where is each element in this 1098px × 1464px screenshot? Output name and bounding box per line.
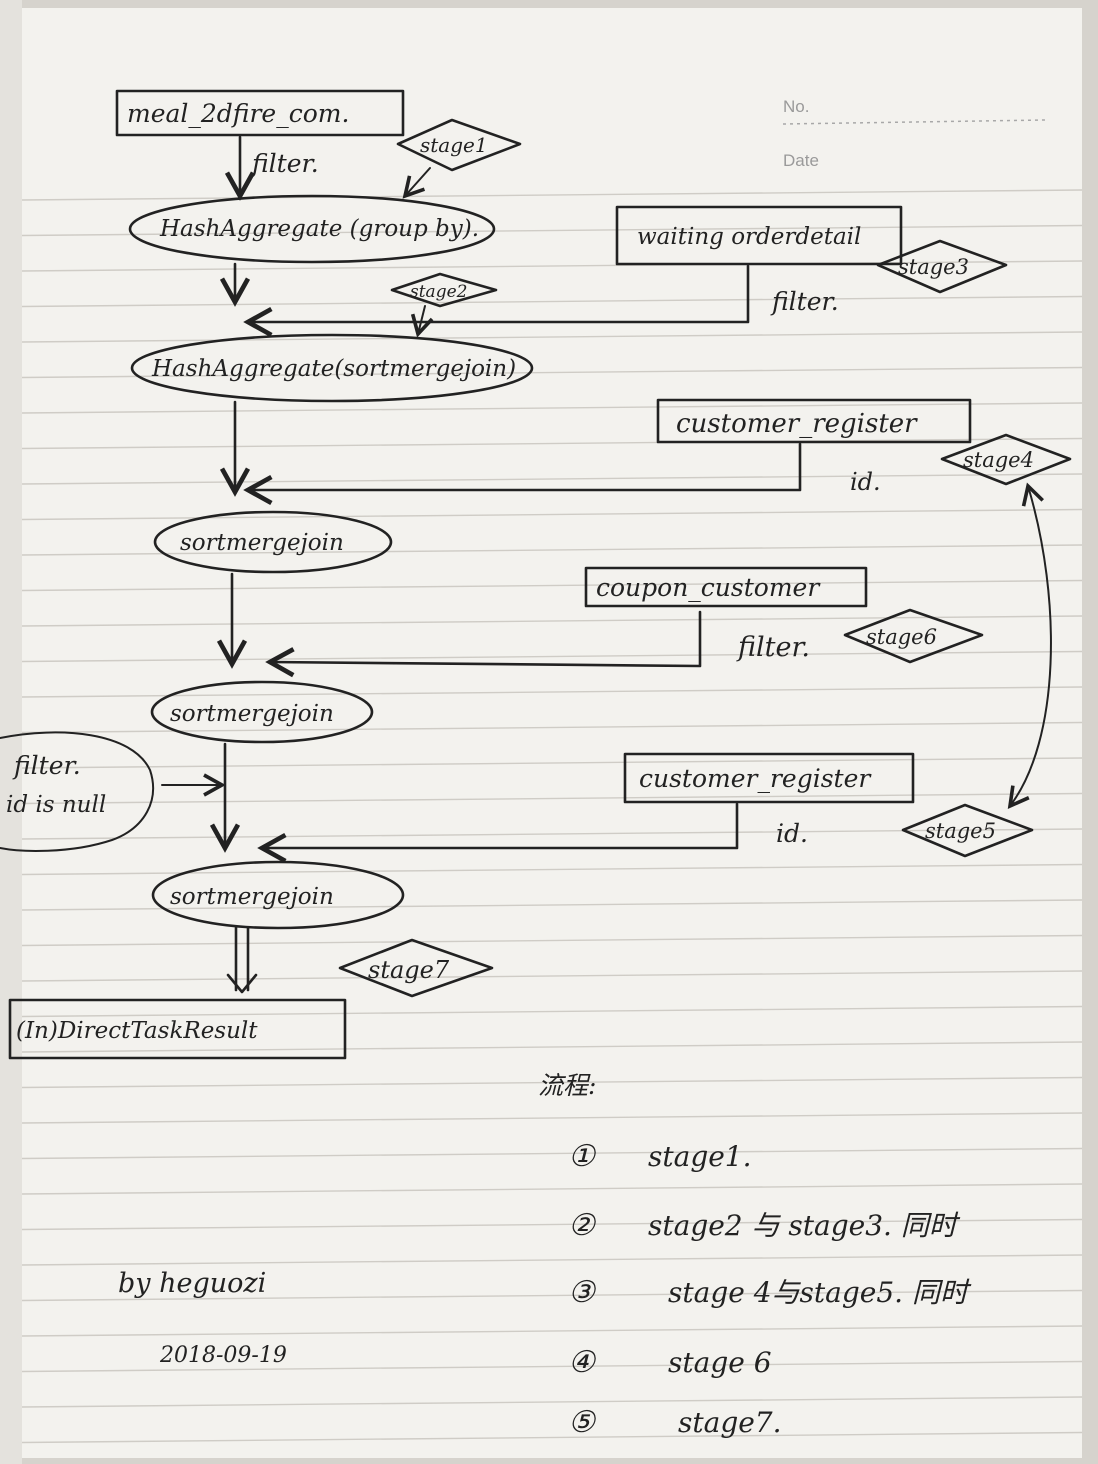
header-date-label: Date — [783, 151, 819, 170]
ruled-line — [21, 757, 1083, 769]
node-hash2-label: HashAggregate(sortmergejoin) — [151, 356, 516, 382]
ruled-line — [21, 473, 1083, 485]
node-waiting: waiting orderdetail — [615, 205, 903, 266]
node-cust-reg1: customer_register — [656, 398, 972, 444]
process-step-2-text: stage2 与 stage3. 同时 — [648, 1209, 961, 1242]
edge-label-id-1: id. — [850, 468, 881, 496]
node-smj1: sortmergejoin — [153, 510, 393, 574]
node-coupon: coupon_customer — [584, 566, 868, 608]
ruled-line — [21, 1005, 1083, 1018]
ruled-line — [21, 189, 1083, 201]
process-step-1-num: ① — [568, 1139, 597, 1174]
process-step-2-num: ② — [568, 1208, 597, 1243]
stage-diamond-7: stage7 — [338, 938, 494, 998]
stage-3-label: stage3 — [898, 255, 969, 279]
ruled-line — [21, 1360, 1083, 1373]
node-smj2-label: sortmergejoin — [170, 701, 334, 727]
header-no-label: No. — [783, 97, 809, 116]
edge-label-filter-2: filter. — [770, 287, 839, 316]
header-no-line — [782, 119, 1046, 125]
stage-diamond-6: stage6 — [843, 608, 984, 664]
ruled-line — [21, 1041, 1083, 1053]
node-hash1: HashAggregate (group by). — [128, 194, 496, 264]
ruled-line — [21, 1218, 1083, 1231]
side-note-filter: filter. id is null — [0, 731, 155, 852]
stage-diamond-4: stage4 — [940, 433, 1072, 486]
ruled-line — [21, 721, 1083, 734]
side-isnull-label: id is null — [6, 792, 106, 818]
ruled-line — [21, 934, 1083, 947]
stage-diamond-5: stage5 — [901, 803, 1034, 858]
stage-1-label: stage1 — [420, 133, 488, 157]
node-waiting-label: waiting orderdetail — [637, 224, 861, 250]
edge-label-filter-3: filter. — [736, 632, 810, 663]
edge-label-id-2: id. — [776, 819, 808, 848]
stage-7-label: stage7 — [368, 956, 450, 984]
stage-diamond-2: stage2 — [390, 272, 498, 308]
process-step-5-text: stage7. — [678, 1406, 782, 1439]
node-hash2: HashAggregate(sortmergejoin) — [130, 333, 534, 403]
node-cust-reg1-label: customer_register — [676, 409, 918, 439]
stage-4-label: stage4 — [963, 448, 1034, 472]
ruled-line — [21, 899, 1083, 911]
stage-5-label: stage5 — [925, 819, 996, 843]
ruled-line — [21, 650, 1083, 663]
process-step-3-num: ③ — [568, 1275, 597, 1310]
ruled-line — [21, 686, 1083, 698]
node-result: (In)DirectTaskResult — [8, 998, 347, 1060]
process-title: 流程: — [538, 1071, 596, 1100]
ruled-line — [21, 792, 1083, 805]
ruled-line — [21, 863, 1083, 876]
ruled-line — [21, 1254, 1083, 1266]
ruled-line — [21, 615, 1083, 627]
ruled-line — [21, 1431, 1083, 1444]
node-meal-label: meal_2dfire_com. — [127, 99, 349, 128]
node-smj1-label: sortmergejoin — [180, 530, 344, 556]
ruled-line — [21, 260, 1083, 272]
ruled-line — [21, 331, 1083, 343]
stage-diamond-1: stage1 — [396, 118, 522, 172]
ruled-line — [21, 224, 1083, 237]
ruled-line — [21, 579, 1083, 592]
node-cust-reg2: customer_register — [623, 752, 915, 804]
ruled-line — [21, 544, 1083, 556]
process-list: 流程: ① stage1. ② stage2 与 stage3. 同时 ③ st… — [538, 1071, 972, 1440]
node-coupon-label: coupon_customer — [596, 573, 821, 602]
ruled-line — [21, 1396, 1083, 1408]
process-step-4-num: ④ — [568, 1345, 597, 1380]
node-result-label: (In)DirectTaskResult — [16, 1018, 258, 1044]
process-step-5-num: ⑤ — [568, 1405, 597, 1440]
node-meal: meal_2dfire_com. — [115, 89, 405, 137]
process-step-4-text: stage 6 — [668, 1346, 772, 1379]
ruled-line — [21, 970, 1083, 982]
ruled-line — [21, 402, 1083, 414]
ruled-line — [21, 1183, 1083, 1195]
ruled-line — [21, 1076, 1083, 1089]
signature-author: by heguozi — [118, 1268, 266, 1299]
node-hash1-label: HashAggregate (group by). — [159, 216, 479, 242]
process-step-1-text: stage1. — [648, 1140, 752, 1173]
ruled-line — [21, 437, 1083, 450]
ruled-line — [21, 1147, 1083, 1160]
ruled-lines — [21, 189, 1083, 1444]
ruled-line — [21, 366, 1083, 379]
side-filter-label: filter. — [12, 751, 81, 780]
process-step-3-text: stage 4与stage5. 同时 — [668, 1276, 972, 1309]
stage-2-label: stage2 — [410, 282, 467, 302]
edges — [161, 135, 1052, 994]
ruled-line — [21, 1325, 1083, 1337]
node-smj2: sortmergejoin — [150, 680, 374, 744]
node-smj3-label: sortmergejoin — [170, 884, 334, 910]
signature-date: 2018-09-19 — [159, 1343, 287, 1368]
signature: by heguozi 2018-09-19 — [118, 1268, 287, 1368]
ruled-line — [21, 1112, 1083, 1124]
stage-diamond-3: stage3 — [876, 239, 1008, 294]
edge-label-filter-1: filter. — [250, 149, 319, 178]
ruled-line — [21, 295, 1083, 308]
stage-6-label: stage6 — [866, 625, 937, 649]
node-cust-reg2-label: customer_register — [639, 764, 872, 793]
ruled-line — [21, 1289, 1083, 1302]
